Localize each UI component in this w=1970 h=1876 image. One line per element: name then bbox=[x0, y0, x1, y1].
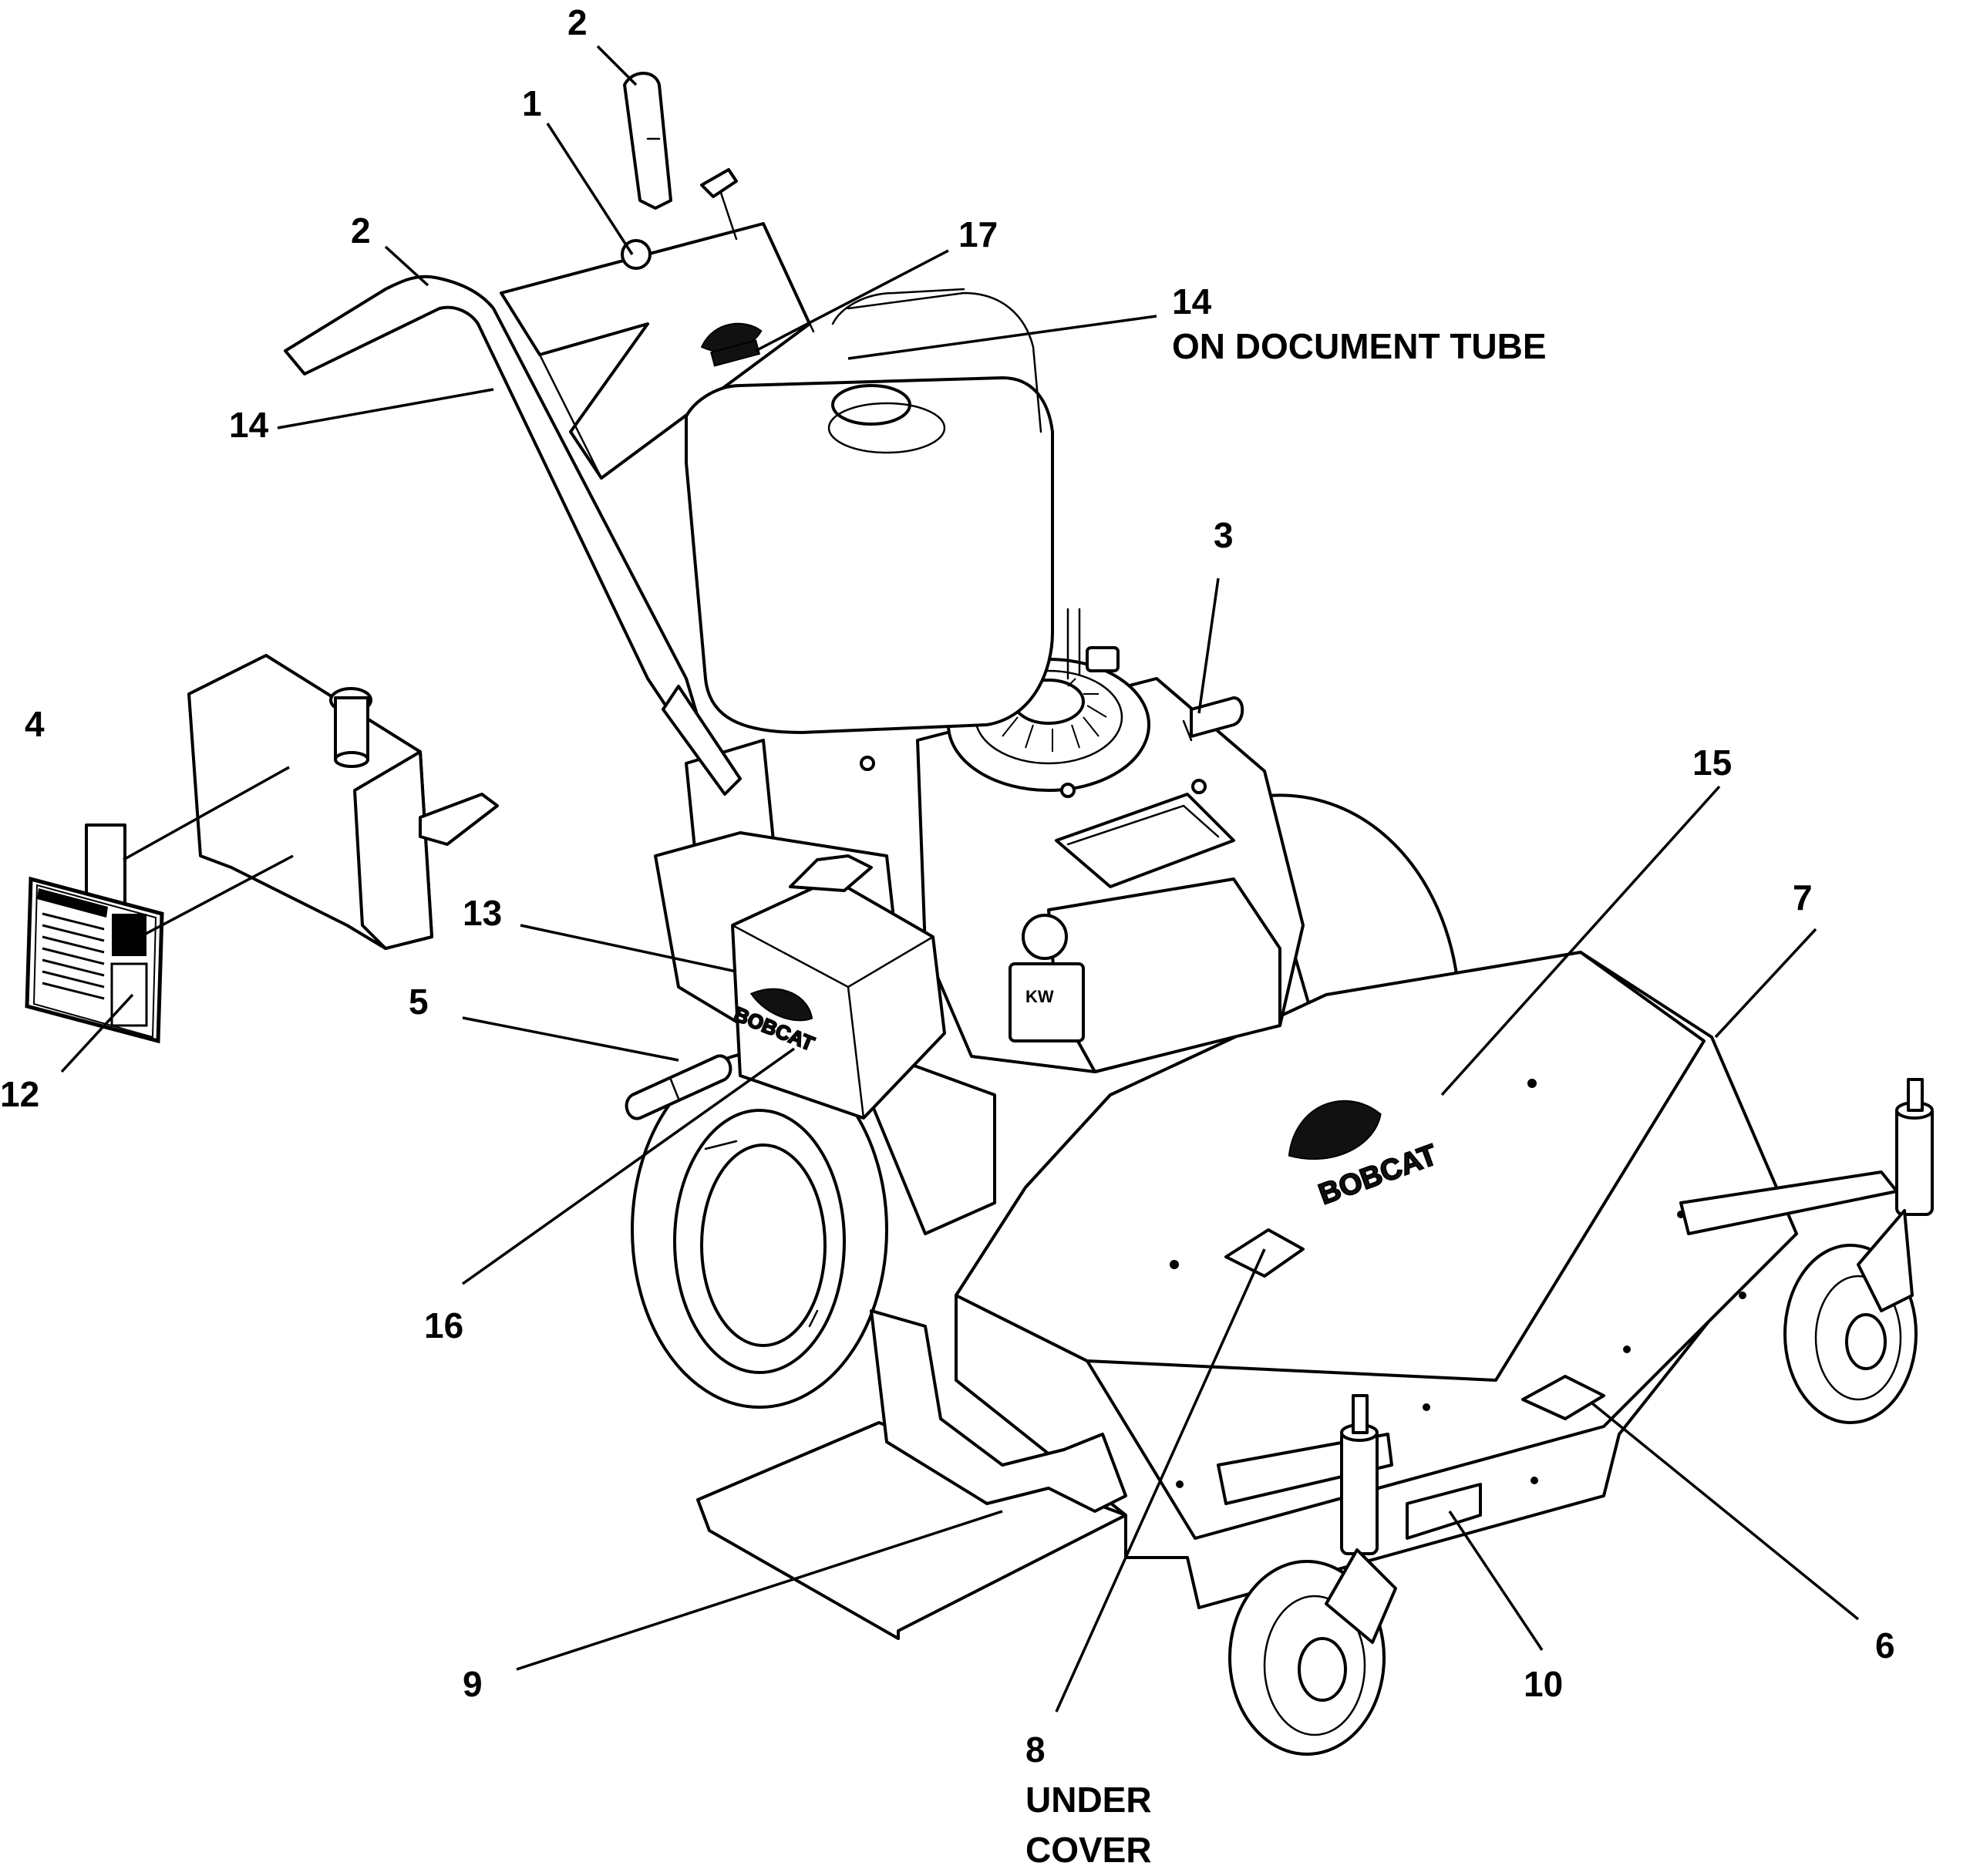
mower-illustration: KW BOBCAT bbox=[25, 72, 1934, 1756]
caster-right bbox=[1679, 1078, 1934, 1424]
leader-7 bbox=[1714, 928, 1817, 1039]
callout-labels: 1 2 2 3 4 5 6 7 8 UNDER COVER 9 10 12 13… bbox=[0, 2, 1895, 1870]
callout-4: 4 bbox=[25, 704, 45, 744]
callout-8-note-1: UNDER bbox=[1025, 1780, 1152, 1820]
leader-12b bbox=[132, 854, 294, 942]
handlebar-right bbox=[623, 72, 672, 210]
caster-front bbox=[1217, 1394, 1397, 1756]
leader-2b bbox=[384, 245, 429, 287]
throttle-lever bbox=[1190, 696, 1244, 738]
console-logo bbox=[700, 322, 763, 367]
callout-14b: 14 bbox=[1172, 281, 1212, 322]
leader-12 bbox=[60, 993, 134, 1073]
leader-14a bbox=[277, 388, 494, 429]
callout-7: 7 bbox=[1793, 877, 1813, 918]
leader-5 bbox=[462, 1016, 679, 1062]
callout-14b-note: ON DOCUMENT TUBE bbox=[1172, 326, 1547, 366]
leader-16 bbox=[461, 1047, 796, 1285]
deck-decal-8 bbox=[1224, 1228, 1305, 1278]
callout-2b: 2 bbox=[351, 211, 371, 251]
callout-3: 3 bbox=[1214, 515, 1234, 555]
callout-8-note-2: COVER bbox=[1025, 1830, 1152, 1870]
leader-15 bbox=[1440, 785, 1721, 1096]
callout-9: 9 bbox=[463, 1664, 483, 1704]
deck-decal-10 bbox=[1406, 1483, 1482, 1540]
leader-14b bbox=[847, 315, 1157, 360]
leader-3 bbox=[1197, 578, 1220, 714]
callout-16: 16 bbox=[424, 1305, 463, 1346]
leader-13 bbox=[520, 924, 737, 973]
deck-decal-6 bbox=[1521, 1375, 1605, 1420]
callout-17: 17 bbox=[958, 214, 998, 254]
decal-12-warning bbox=[25, 876, 164, 1044]
parking-brake-handle bbox=[625, 1054, 732, 1120]
handlebar-left bbox=[284, 274, 699, 726]
callout-1: 1 bbox=[522, 83, 542, 123]
tank-inset bbox=[187, 654, 499, 950]
leader-1 bbox=[546, 123, 634, 255]
leader-8 bbox=[1055, 1248, 1266, 1713]
callout-5: 5 bbox=[409, 982, 429, 1022]
callout-2a: 2 bbox=[567, 2, 588, 42]
leader-17 bbox=[755, 249, 949, 352]
svg-text:KW: KW bbox=[1025, 987, 1054, 1006]
callout-14a: 14 bbox=[229, 405, 269, 445]
leader-9 bbox=[516, 1510, 1003, 1671]
leader-2a bbox=[596, 45, 638, 86]
leader-lines bbox=[60, 45, 1860, 1713]
callout-8: 8 bbox=[1025, 1729, 1046, 1770]
fuel-tank bbox=[685, 376, 1054, 734]
deck-hitch bbox=[870, 1309, 1127, 1513]
air-cleaner bbox=[1055, 793, 1235, 888]
callout-6: 6 bbox=[1875, 1625, 1895, 1665]
callout-13: 13 bbox=[463, 893, 502, 933]
key-switch bbox=[700, 168, 738, 198]
callout-15: 15 bbox=[1692, 743, 1732, 783]
leader-4 bbox=[123, 766, 290, 861]
leader-6 bbox=[1591, 1402, 1860, 1621]
callout-10: 10 bbox=[1524, 1664, 1563, 1704]
callout-12: 12 bbox=[0, 1074, 39, 1114]
handle-arm-left bbox=[662, 685, 742, 796]
leader-10 bbox=[1448, 1511, 1544, 1651]
